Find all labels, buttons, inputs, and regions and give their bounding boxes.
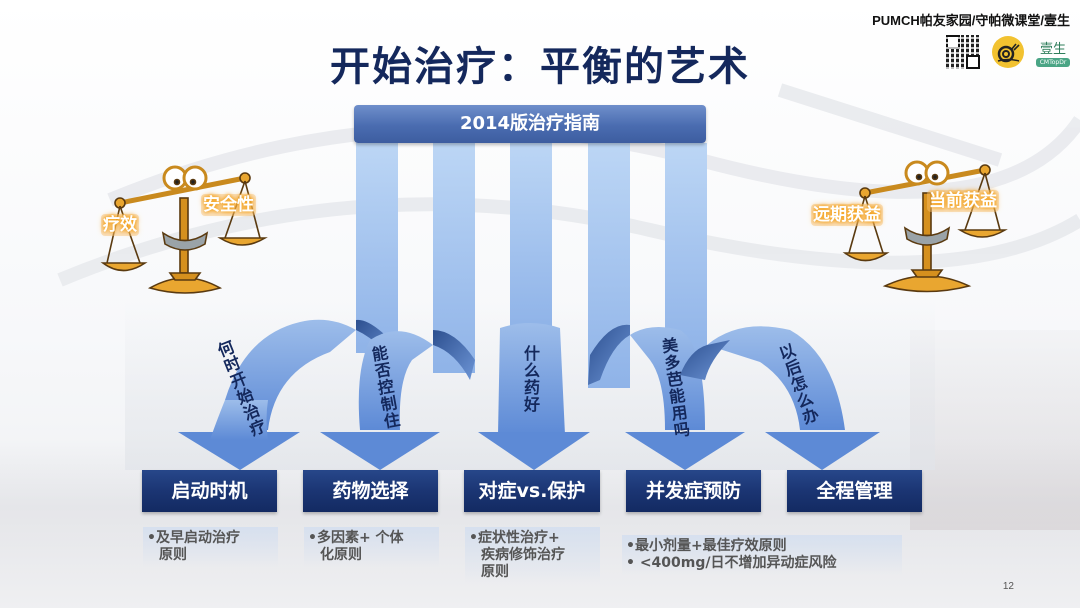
category-box-symptomatic-vs-protection: 对症vs.保护 (464, 470, 600, 512)
category-box-timing: 启动时机 (142, 470, 277, 512)
balance-scale-left: 疗效 安全性 (95, 148, 285, 298)
category-box-drug-choice: 药物选择 (303, 470, 438, 512)
note-timing: •及早启动治疗 原则 (143, 527, 278, 567)
scale-label-safety: 安全性 (201, 194, 256, 216)
note-drug-choice: •多因素+ 个体 化原则 (304, 527, 439, 567)
yisheng-logo: 壹生 CMTopDr (1036, 38, 1070, 67)
page-number: 12 (1002, 581, 1014, 592)
category-box-full-course-management: 全程管理 (787, 470, 922, 512)
balance-scale-right: 远期获益 当前获益 (811, 148, 1025, 298)
note-complication-prevention: •最小剂量+最佳疗效原则 • <400mg/日不增加异动症风险 (622, 535, 902, 575)
scale-label-current-benefit: 当前获益 (927, 190, 999, 212)
balance-scale-icon (842, 160, 1008, 293)
page-title: 开始治疗：平衡的艺术 (330, 44, 750, 90)
brand-header: PUMCH帕友家园/守帕微课堂/壹生 壹生 CMTopDr (872, 10, 1070, 69)
ribbon-label-which-drug: 什么药好 (521, 345, 540, 413)
background-building-right (910, 330, 1080, 530)
note-treatment-principle: •症状性治疗+ 疾病修饰治疗 原则 (465, 527, 600, 584)
brand-logos: 壹生 CMTopDr (872, 35, 1070, 69)
scale-label-long-term-benefit: 远期获益 (811, 204, 883, 226)
balance-scale-icon (100, 165, 268, 294)
scale-label-efficacy: 疗效 (101, 214, 139, 236)
qr-code-icon[interactable] (946, 35, 980, 69)
snail-logo-icon (992, 36, 1024, 68)
brand-title: PUMCH帕友家园/守帕微课堂/壹生 (872, 13, 1070, 28)
category-box-complication-prevention: 并发症预防 (626, 470, 761, 512)
guideline-bar: 2014版治疗指南 (354, 105, 706, 143)
